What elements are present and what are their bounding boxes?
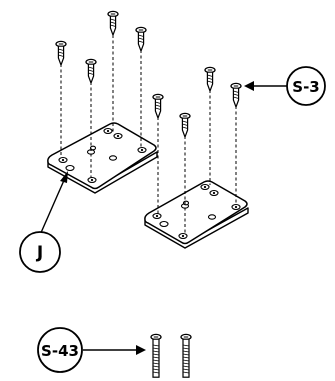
- callout-screw-top-label: S-3: [292, 78, 319, 96]
- callout-plate: J: [19, 171, 68, 273]
- screws-left: [55, 10, 147, 84]
- callout-screw-bottom: S-43: [37, 327, 146, 373]
- right-mounting-plate: [144, 180, 249, 249]
- callout-plate-label: J: [36, 243, 43, 263]
- callout-screw-top: S-3: [244, 66, 326, 106]
- alignment-guides: [60, 35, 237, 233]
- callout-screw-bottom-label: S-43: [41, 342, 79, 360]
- long-screws: [150, 333, 192, 378]
- screws-right: [152, 66, 242, 138]
- left-mounting-plate: [47, 122, 158, 194]
